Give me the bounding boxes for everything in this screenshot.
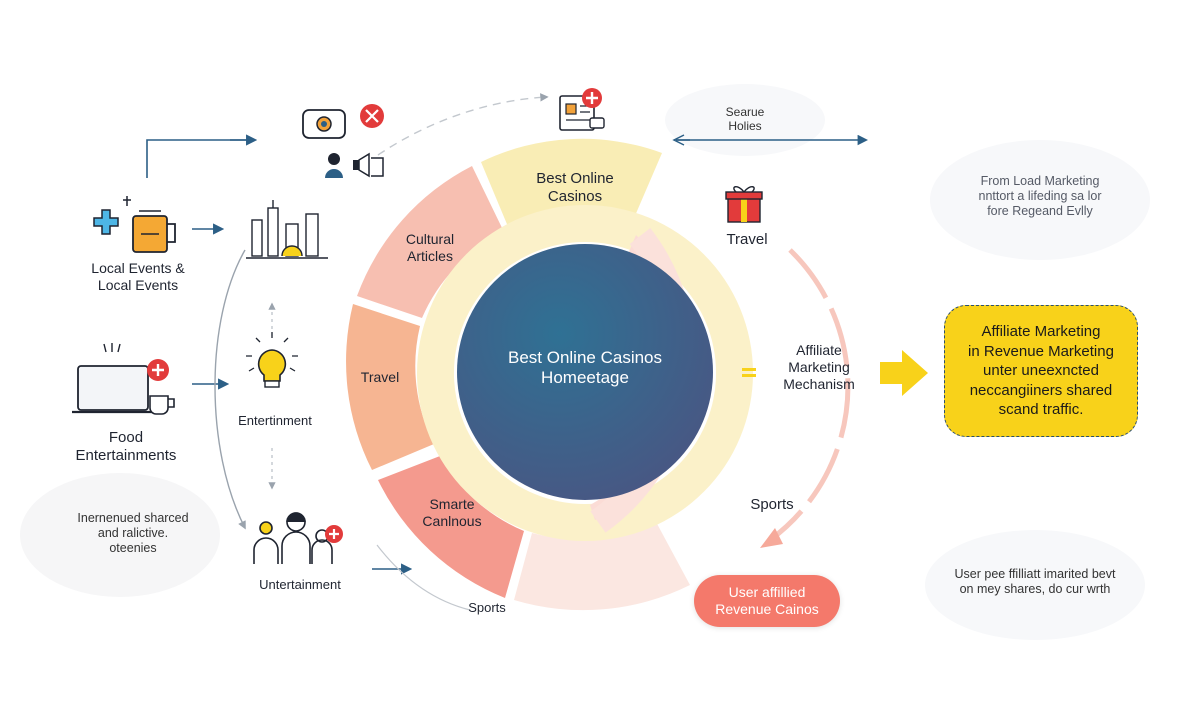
right-note-bottom: User pee ffilliatt imarited bevt on mey … [935,567,1135,597]
ring-label-top-line1: Best Online [536,170,614,187]
center-title-line2: Homeetage [541,368,629,388]
right-note-bottom-line2: on mey shares, do cur wrth [959,582,1111,596]
right-note-top: From Load Marketing nnttort a lifeding s… [950,174,1130,219]
search-note-line1: Searue [725,105,765,119]
mechanism-label-line1: Affiliate [796,342,842,358]
ring-label-smarte: Smarte Canlnous [402,496,502,530]
marker-dash [742,368,756,371]
center-title: Best Online Casinos Homeetage [485,348,685,389]
right-arc-arrowhead [760,528,783,548]
ring-label-cultural-line1: Cultural [405,231,455,247]
ring-segment-cultural [357,166,504,318]
center-circle [457,244,713,500]
pill-line1: User affillied [728,584,806,601]
callout-line3: unter uneexncted [983,362,1099,380]
gift-icon [725,186,763,223]
ring-label-top: Best Online Casinos [505,170,645,206]
right-note-bottom-line1: User pee ffilliatt imarited bevt [954,567,1116,581]
connectors [146,93,869,611]
note-background [925,530,1145,640]
left-note-line3: oteenies [109,541,157,555]
mechanism-label: Affiliate Marketing Mechanism [764,342,874,392]
local-events-label: Local Events & Local Events [68,260,208,294]
ring-segment-top [481,138,662,229]
left-note-line1: Inernenued sharced [77,511,189,525]
ring-label-smarte-line2: Canlnous [422,512,482,529]
ring-label-smarte-line1: Smarte [429,496,475,512]
callout-line2: in Revenue Marketing [968,342,1114,360]
user-speaker-icon [325,152,384,178]
left-note: Inernenued sharced and ralictive. oteeni… [58,511,208,556]
ring-label-cultural-line2: Articles [407,247,453,264]
document-icon [559,88,605,131]
local-events-line1: Local Events & [91,260,185,276]
note-background [20,473,220,597]
food-label: Food Entertainments [50,429,202,465]
callout-line1: Affiliate Marketing [981,323,1101,341]
right-note-top-line2: nnttort a lifeding sa lor [978,189,1102,203]
city-skyline-icon [246,200,328,259]
beer-glass-icon [123,196,176,253]
ring-label-travel: Travel [360,369,400,385]
left-note-line2: and ralictive. [97,526,169,540]
local-events-line2: Local Events [97,276,179,293]
ring-label-cultural: Cultural Articles [380,231,480,265]
food-label-line2: Entertainments [75,447,177,464]
ring-segment-travel [346,304,434,470]
coffee-cup-icon [149,395,175,415]
center-title-line1: Best Online Casinos [507,348,663,367]
untertainment-label: Untertainment [259,577,341,592]
plus-icon [93,209,119,235]
search-note-line2: Holies [728,119,762,134]
right-arc [768,248,851,543]
chat-icon [302,104,384,139]
user-revenue-pill-text: User affillied Revenue Cainos [715,584,819,618]
search-note: Searue Holies [705,105,785,134]
right-note-top-line1: From Load Marketing [980,174,1100,188]
note-background [665,84,825,156]
people-group-icon [253,512,343,564]
ring-segment-smarte [378,456,524,598]
callout-line4: neccangiiners shared [969,381,1113,399]
mechanism-label-line3: Mechanism [783,375,855,392]
right-label-sports: Sports [750,496,794,513]
entertainment-label: Entertinment [238,413,312,428]
right-note-top-line3: fore Regeand Evlly [987,204,1093,218]
laptop-icon [72,343,169,414]
ring-label-top-line2: Casinos [547,188,603,205]
callout-line5: scand traffic. [998,401,1084,419]
food-label-line1: Food [108,429,144,446]
note-background [930,140,1150,260]
pill-line2: Revenue Cainos [715,601,819,617]
user-revenue-pill: User affillied Revenue Cainos [694,575,840,627]
big-yellow-arrow [880,350,928,396]
lightbulb-icon [246,332,298,388]
left-sports-label: Sports [468,600,506,615]
marker-dash [742,374,756,377]
affiliate-callout-text: Affiliate Marketing in Revenue Marketing… [968,322,1114,420]
affiliate-callout: Affiliate Marketing in Revenue Marketing… [944,305,1138,437]
right-label-travel: Travel [726,231,768,248]
mechanism-label-line2: Marketing [788,358,850,375]
ring-segment-bottom [514,520,690,611]
